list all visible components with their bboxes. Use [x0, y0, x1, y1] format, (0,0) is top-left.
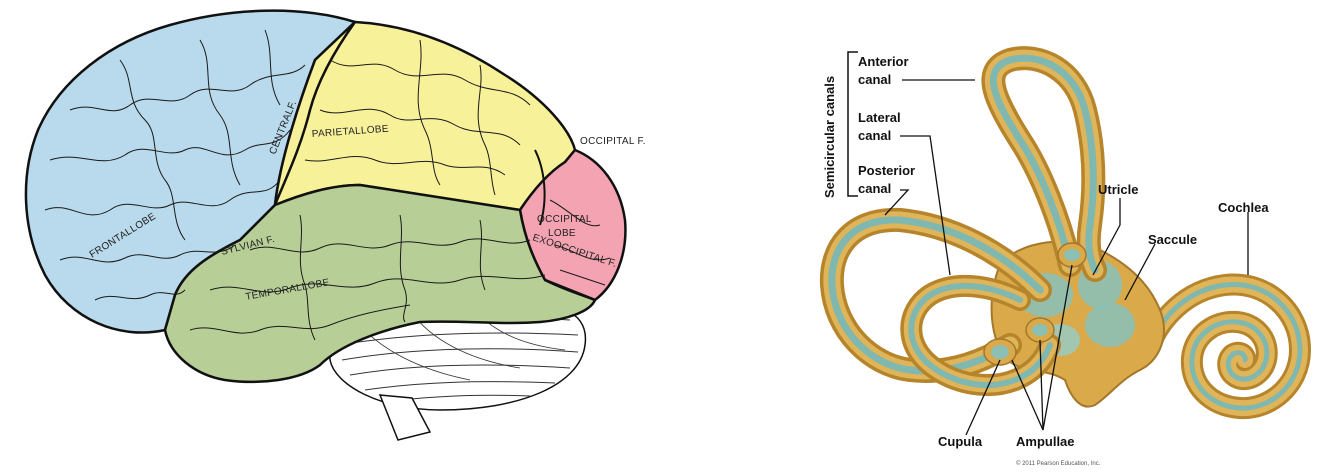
canals-bracket [847, 51, 858, 197]
label-cupula: Cupula [938, 434, 983, 449]
inner-ear-diagram: Semicircular canals Anterior canal Later… [819, 46, 1312, 467]
brain-diagram: FRONTALLOBE CENTRALF. PARIETALLOBE OCCIP… [24, 9, 646, 441]
label-posterior-canal-2: canal [858, 181, 891, 196]
leader-lines [884, 79, 1249, 436]
label-semicircular-canals: Semicircular canals [822, 76, 837, 198]
semicircular-canals [819, 46, 1107, 396]
label-lateral-canal-2: canal [858, 128, 891, 143]
label-saccule: Saccule [1148, 232, 1197, 247]
label-lateral-canal-1: Lateral [858, 110, 901, 125]
gyri-lines [44, 29, 611, 341]
label-posterior-canal-1: Posterior [858, 163, 915, 178]
copyright-notice: © 2011 Pearson Education, Inc. [1016, 460, 1101, 467]
label-anterior-canal-1: Anterior [858, 54, 909, 69]
brain-stem [378, 394, 432, 441]
temporal-lobe [163, 183, 597, 384]
label-ampullae: Ampullae [1016, 434, 1075, 449]
cochlea [1139, 273, 1312, 420]
label-utricle: Utricle [1098, 182, 1138, 197]
label-anterior-canal-2: canal [858, 72, 891, 87]
label-parietal-lobe: PARIETALLOBE [311, 124, 389, 140]
label-occipital-lobe-2: LOBE [548, 228, 576, 239]
label-cochlea: Cochlea [1218, 200, 1269, 215]
label-occipital-lobe-1: OCCIPITAL [537, 214, 592, 225]
label-occipital-fissure: OCCIPITAL F. [580, 136, 646, 147]
